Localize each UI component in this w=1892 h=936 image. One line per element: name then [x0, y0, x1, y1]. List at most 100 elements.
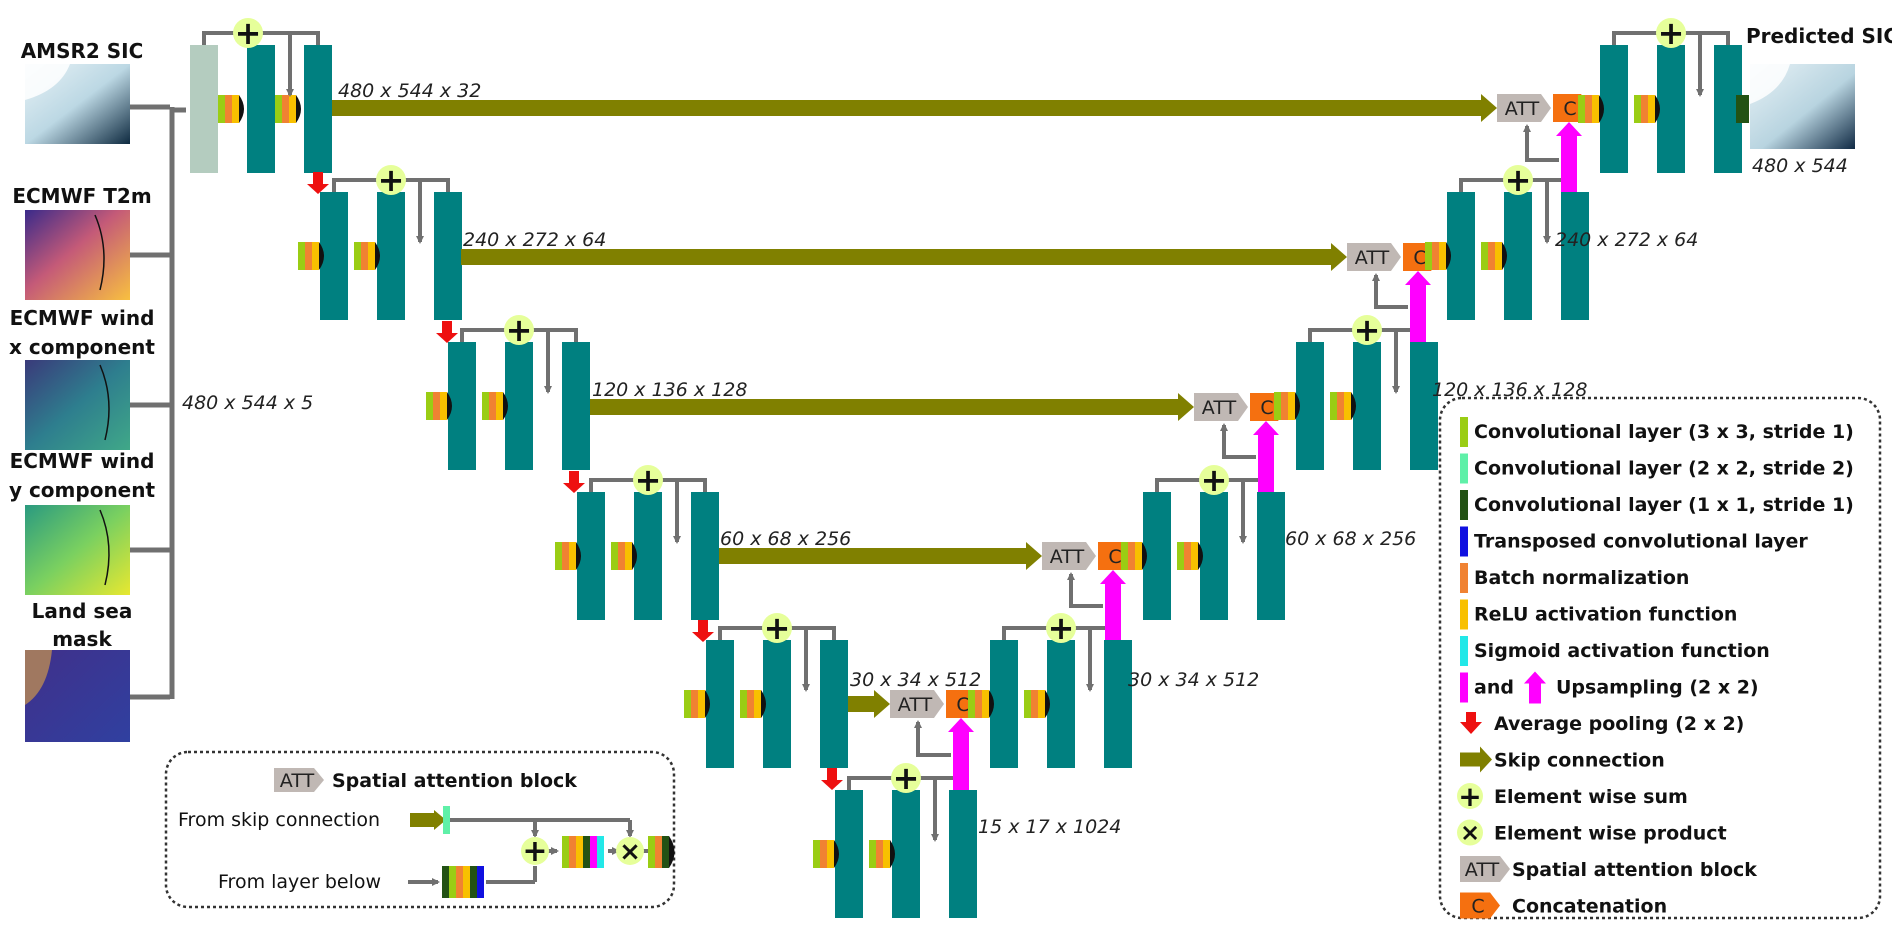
legend-swatch-3: [1460, 526, 1468, 557]
encoder-dims-4: 30 x 34 x 512: [850, 669, 981, 691]
encoder-dims-1: 240 x 272 x 64: [463, 229, 606, 251]
decoder-block-1: [1425, 178, 1589, 320]
decoder-block-4-col-2: [1104, 640, 1132, 768]
concat-text-1: C: [1413, 247, 1426, 269]
decoder-block-3-sum-icon: +: [1199, 461, 1229, 499]
att-block-4: [890, 690, 944, 718]
svg-text:+: +: [506, 311, 533, 349]
decoder-block-0-col-0: [1600, 45, 1628, 173]
encoder-block-1-sum-icon: +: [376, 161, 406, 199]
legend-box: [1438, 396, 1882, 920]
inset-layer-stack-a: [442, 866, 484, 898]
inset-from-skip: From skip connection: [178, 809, 380, 831]
encoder-block-2-col-2: [562, 342, 590, 470]
upsample-arrow-0: [1561, 134, 1577, 192]
gate-arrow-2: [1220, 423, 1256, 459]
output-label: Predicted SIC: [1746, 24, 1892, 48]
input-image-windx: [25, 360, 130, 450]
svg-text:+: +: [1354, 311, 1381, 349]
decoder-block-3-col-0: [1143, 492, 1171, 620]
input-image-windy: [25, 505, 130, 595]
legend-swatch-10: [1457, 783, 1483, 809]
legend-text-13: Concatenation: [1512, 896, 1667, 918]
encoder-block-2-col-0: [448, 342, 476, 470]
decoder-block-1-col-0: [1447, 192, 1475, 320]
legend-text-9: Skip connection: [1494, 750, 1665, 772]
inset-sum-icon: [521, 837, 549, 865]
legend-text-2: Convolutional layer (1 x 1, stride 1): [1474, 494, 1854, 516]
encoder-block-2-col-1: [505, 342, 533, 470]
decoder-block-2-col-1: [1353, 342, 1381, 470]
legend-item-0: Convolutional layer (3 x 3, stride 1): [1460, 417, 1854, 447]
decoder-block-0: [1578, 31, 1742, 173]
legend-swatch-11: [1457, 819, 1483, 846]
legend-text-1: Convolutional layer (2 x 2, stride 2): [1474, 458, 1854, 480]
encoder-dims-0: 480 x 544 x 32: [338, 80, 481, 102]
attention-inset: ATT Spatial attention block From skip co…: [178, 768, 675, 898]
legend-item-13: C Concatenation: [1460, 892, 1667, 919]
gate-arrow-4: [914, 720, 951, 757]
decoder-block-1-sum-icon: +: [1503, 161, 1533, 199]
att-text-2: ATT: [1202, 397, 1237, 419]
legend-swatch-5: [1460, 599, 1468, 630]
legend-text-5: ReLU activation function: [1474, 604, 1737, 626]
concat-text-4: C: [956, 694, 969, 716]
gate-arrow-1: [1372, 273, 1408, 309]
bottleneck-block-col-2: [949, 790, 977, 918]
encoder-block-1: [298, 178, 462, 320]
legend-text-11: Element wise product: [1494, 823, 1727, 845]
pool-arrow-3: [692, 620, 714, 642]
decoder-dims-1: 120 x 136 x 128: [1432, 379, 1587, 401]
first-conv-block: [190, 45, 218, 173]
encoder-block-3-col-2: [691, 492, 719, 620]
encoder-dims-2: 120 x 136 x 128: [592, 379, 747, 401]
decoder-block-4-col-0: [990, 640, 1018, 768]
pool-arrow-4: [821, 768, 843, 790]
output: Predicted SIC 480 x 544: [1746, 24, 1892, 177]
legend: Convolutional layer (3 x 3, stride 1) Con…: [1457, 417, 1854, 919]
decoder-dims-0: 240 x 272 x 64: [1555, 229, 1698, 251]
legend-swatch-8: [1460, 712, 1482, 734]
svg-text:C: C: [1471, 896, 1484, 918]
inset-layer-stack-c: [648, 836, 675, 868]
decoder-block-4-col-1: [1047, 640, 1075, 768]
legend-text-3: Transposed convolutional layer: [1474, 531, 1808, 553]
decoder-block-2-sum-icon: +: [1352, 311, 1382, 349]
legend-text-6: Sigmoid activation function: [1474, 640, 1770, 662]
decoder-block-3-col-2: [1257, 492, 1285, 620]
decoder-block-2-col-0: [1296, 342, 1324, 470]
inset-title: Spatial attention block: [332, 770, 577, 792]
legend-item-3: Transposed convolutional layer: [1460, 526, 1808, 557]
encoder-block-3-col-0: [577, 492, 605, 620]
att-block-1: [1347, 243, 1401, 271]
svg-text:+: +: [1048, 609, 1075, 647]
pool-arrow-0: [307, 172, 329, 194]
svg-text:+: +: [522, 834, 547, 869]
att-concat-2: ATT C: [1194, 393, 1288, 421]
svg-text:+: +: [1505, 161, 1532, 199]
decoder-block-1-col-1: [1504, 192, 1532, 320]
pool-arrow-1: [436, 321, 458, 343]
legend-swatch-2: [1460, 490, 1468, 520]
att-block-3: [1042, 542, 1096, 570]
gate-arrow-0: [1523, 124, 1559, 162]
concat-text-2: C: [1260, 397, 1273, 419]
encoder-block-1-col-1: [377, 192, 405, 320]
legend-item-6: Sigmoid activation function: [1460, 636, 1770, 666]
decoder-block-4: [968, 626, 1132, 768]
decoder-block-0-col-1: [1657, 45, 1685, 173]
decoder-block-3: [1121, 478, 1285, 620]
legend-swatch-6: [1460, 636, 1468, 666]
bottleneck-block-col-0: [835, 790, 863, 918]
inset-att-glyph: [274, 768, 324, 792]
encoder-block-1-col-2: [434, 192, 462, 320]
input-dims: 480 x 544 x 5: [182, 392, 313, 414]
svg-text:+: +: [1458, 780, 1481, 813]
legend-item-10: +Element wise sum: [1457, 780, 1688, 813]
svg-text:+: +: [764, 609, 791, 647]
output-dims: 480 x 544: [1752, 155, 1848, 177]
